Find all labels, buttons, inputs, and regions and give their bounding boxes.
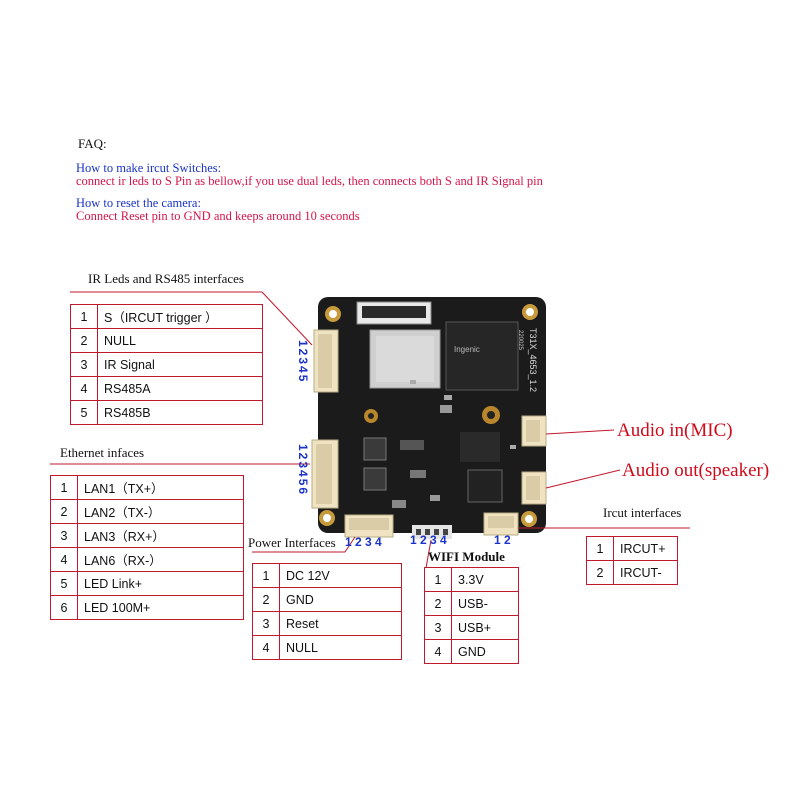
pin-number: 3 — [70, 352, 98, 377]
pin-number: 3 — [252, 611, 280, 636]
pin-label: LED 100M+ — [77, 595, 244, 620]
audio-in-label: Audio in(MIC) — [617, 420, 733, 441]
power-connector-pin-numbers: 1 2 3 4 — [345, 535, 382, 549]
pin-number: 1 — [70, 304, 98, 329]
pin-label: LED Link+ — [77, 571, 244, 596]
power-title: Power Interfaces — [248, 535, 336, 550]
soc-brand-text: Ingenic — [454, 345, 480, 354]
pin-number: 1 — [424, 567, 452, 592]
pin-label: DC 12V — [279, 563, 402, 588]
pin-label: S（IRCUT trigger ） — [97, 304, 263, 329]
pin-number: 6 — [50, 595, 78, 620]
ethernet-connector-pin-numbers: 123456 — [296, 444, 310, 497]
audio-out-label: Audio out(speaker) — [622, 460, 770, 481]
ircut-title: Ircut interfaces — [603, 505, 682, 520]
pin-number: 2 — [50, 499, 78, 524]
pin-label: RS485B — [97, 400, 263, 425]
pin-label: LAN6（RX-） — [77, 547, 244, 572]
pin-label: USB- — [451, 591, 519, 616]
pin-number: 5 — [70, 400, 98, 425]
pin-number: 4 — [424, 639, 452, 664]
faq-answer-ircut: connect ir leds to S Pin as bellow,if yo… — [76, 174, 543, 188]
pin-label: NULL — [97, 328, 263, 353]
pin-label: GND — [279, 587, 402, 612]
faq-question-ircut: How to make ircut Switches: — [76, 161, 222, 175]
board-silk-date: 220025 — [517, 330, 523, 351]
pin-label: IRCUT+ — [613, 536, 678, 561]
pin-label: IRCUT- — [613, 560, 678, 585]
ir-connector-pin-numbers: 12345 — [296, 340, 310, 384]
pin-number: 1 — [586, 536, 614, 561]
pin-label: USB+ — [451, 615, 519, 640]
board-silk-model: T31X_4653_1.2 — [528, 328, 538, 392]
pin-number: 4 — [70, 376, 98, 401]
pin-label: 3.3V — [451, 567, 519, 592]
wifi-pad-pin-numbers: 1 2 3 4 — [410, 533, 447, 547]
pin-number: 3 — [50, 523, 78, 548]
pin-label: Reset — [279, 611, 402, 636]
pin-number: 2 — [70, 328, 98, 353]
pin-label: RS485A — [97, 376, 263, 401]
ircut-connector-pin-numbers: 1 2 — [494, 533, 511, 547]
pin-number: 4 — [252, 635, 280, 660]
faq-question-reset: How to reset the camera: — [76, 196, 201, 210]
faq-title: FAQ: — [78, 136, 107, 151]
pin-label: NULL — [279, 635, 402, 660]
pin-number: 2 — [424, 591, 452, 616]
pin-label: LAN2（TX-） — [77, 499, 244, 524]
faq-answer-reset: Connect Reset pin to GND and keeps aroun… — [76, 209, 360, 223]
pin-number: 2 — [252, 587, 280, 612]
pin-label: LAN1（TX+） — [77, 475, 244, 500]
wifi-title: WIFI Module — [428, 549, 505, 564]
pin-number: 1 — [50, 475, 78, 500]
pin-number: 2 — [586, 560, 614, 585]
pin-number: 3 — [424, 615, 452, 640]
pin-label: GND — [451, 639, 519, 664]
pin-label: IR Signal — [97, 352, 263, 377]
ir-leds-title: IR Leds and RS485 interfaces — [88, 271, 244, 286]
pin-number: 5 — [50, 571, 78, 596]
pin-number: 1 — [252, 563, 280, 588]
pin-label: LAN3（RX+） — [77, 523, 244, 548]
pin-number: 4 — [50, 547, 78, 572]
ethernet-title: Ethernet infaces — [60, 445, 145, 460]
